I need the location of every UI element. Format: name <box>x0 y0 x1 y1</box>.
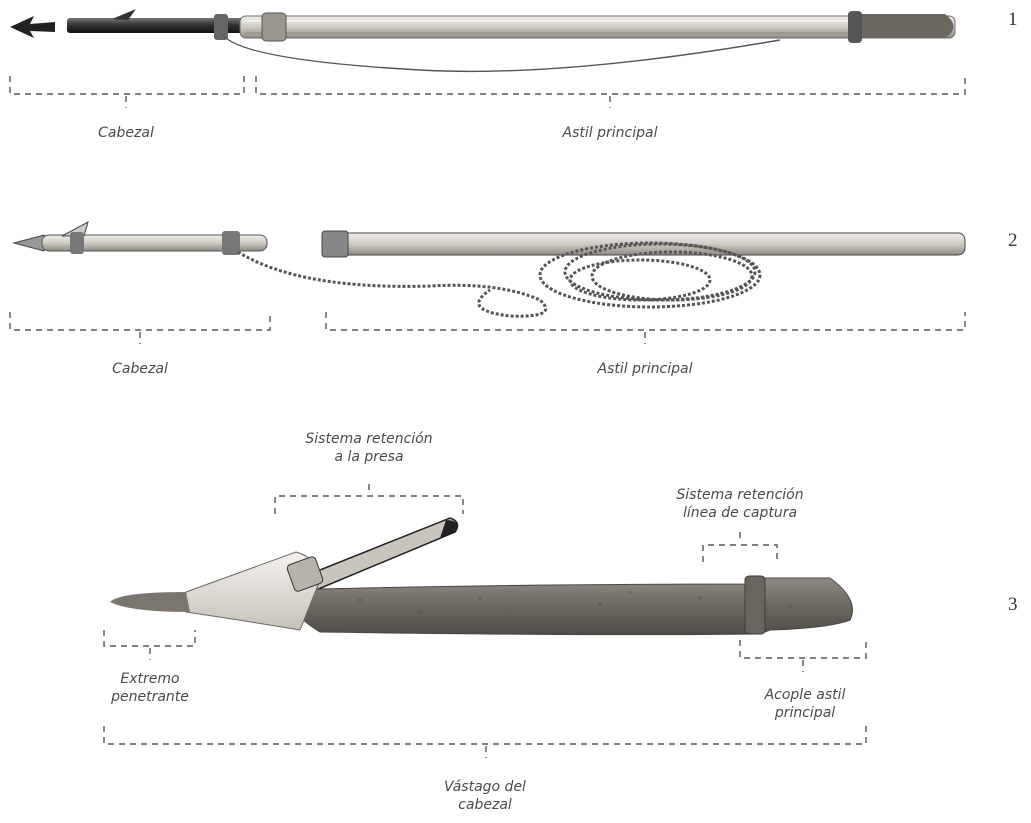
fig3-vastago-line2: cabezal <box>420 796 550 814</box>
fig3-acople-line1: Acople astil <box>740 686 870 704</box>
figure-1-harpoon <box>10 9 955 71</box>
fig3-retencion-presa-line1: Sistema retención <box>284 430 454 448</box>
fig3-coupling-band <box>745 576 765 634</box>
fig3-barb-rod <box>300 518 458 590</box>
fig1-end <box>862 14 954 38</box>
fig1-binding <box>214 14 228 40</box>
fig2-brackets <box>10 312 965 344</box>
figure-number-2: 2 <box>1008 230 1018 252</box>
fig3-extremo-line2: penetrante <box>90 688 210 706</box>
fig2-cabezal-bracket <box>10 312 270 330</box>
fig3-acople-line2: principal <box>740 704 870 722</box>
fig3-retencion-linea-line1: Sistema retención <box>655 486 825 504</box>
fig3-retencion-linea-label: Sistema retención línea de captura <box>655 486 825 522</box>
fig3-extremo-bracket <box>104 630 195 646</box>
fig1-astil-bracket <box>256 76 965 94</box>
fig3-presa-bracket <box>275 496 463 514</box>
fig1-astil-label: Astil principal <box>540 124 680 142</box>
fig1-cabezal-label: Cabezal <box>86 124 166 142</box>
fig2-tip <box>14 235 44 251</box>
fig3-retencion-presa-label: Sistema retención a la presa <box>284 430 454 466</box>
fig2-astil-label: Astil principal <box>575 360 715 378</box>
fig2-main-shaft <box>322 233 965 255</box>
fig1-cord <box>222 34 780 71</box>
figure-3-harpoon-head <box>110 518 853 635</box>
fig3-retencion-presa-line2: a la presa <box>284 448 454 466</box>
fig3-acople-label: Acople astil principal <box>740 686 870 722</box>
fig1-tip <box>10 16 55 38</box>
fig3-extremo-label: Extremo penetrante <box>90 670 210 706</box>
fig1-main-shaft <box>240 16 955 38</box>
fig3-linea-bracket <box>703 545 777 562</box>
fig3-extremo-line1: Extremo <box>90 670 210 688</box>
fig1-binding <box>262 13 286 41</box>
fig2-astil-bracket <box>326 312 965 330</box>
fig3-tip <box>110 592 190 612</box>
fig1-cabezal-bracket <box>10 76 244 94</box>
fig1-brackets <box>10 76 965 108</box>
fig1-binding <box>848 11 862 43</box>
fig2-binding <box>322 231 348 257</box>
figure-number-3: 3 <box>1008 594 1018 616</box>
fig3-retencion-linea-line2: línea de captura <box>655 504 825 522</box>
fig3-acople-bracket <box>740 640 866 658</box>
fig2-binding <box>222 231 240 255</box>
fig3-vastago <box>280 578 853 635</box>
fig2-binding <box>70 232 84 254</box>
figure-2-harpoon <box>14 222 965 316</box>
figure-number-1: 1 <box>1008 9 1018 31</box>
fig2-cabezal-label: Cabezal <box>100 360 180 378</box>
fig3-vastago-label: Vástago del cabezal <box>420 778 550 814</box>
fig3-vastago-bracket <box>104 726 866 744</box>
fig3-vastago-line1: Vástago del <box>420 778 550 796</box>
